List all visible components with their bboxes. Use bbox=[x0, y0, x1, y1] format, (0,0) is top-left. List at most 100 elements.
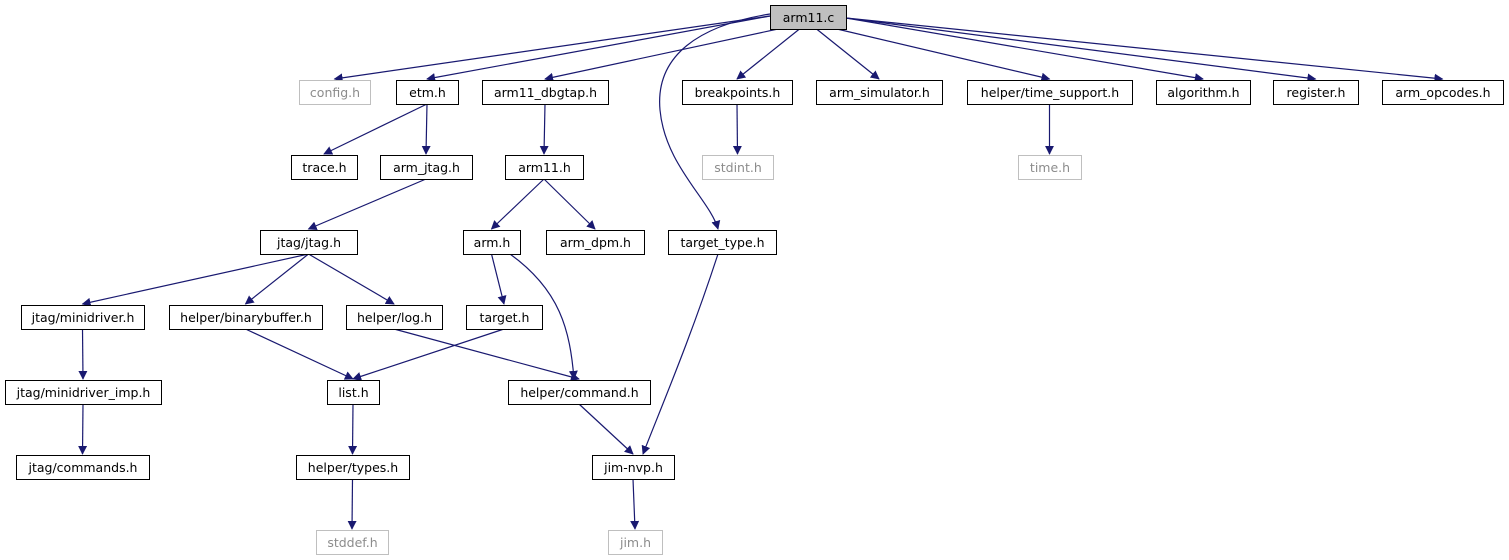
node-algorithm-h[interactable]: algorithm.h bbox=[1156, 80, 1251, 105]
node-label: jim-nvp.h bbox=[603, 460, 663, 475]
node-label: stddef.h bbox=[327, 535, 377, 550]
node-label: arm_opcodes.h bbox=[1395, 85, 1490, 100]
node-label: arm11.c bbox=[783, 10, 835, 25]
node-box bbox=[508, 380, 651, 405]
edge-minidriver-h-to-minidriver-imp-h bbox=[78, 328, 88, 380]
node-box bbox=[327, 380, 380, 405]
edge-types-h-to-stddef-h bbox=[347, 478, 357, 530]
node-label: target.h bbox=[480, 310, 530, 325]
node-box bbox=[546, 230, 645, 255]
node-jtag-jtag-h[interactable]: jtag/jtag.h bbox=[260, 230, 358, 255]
node-label: trace.h bbox=[302, 160, 346, 175]
node-label: helper/command.h bbox=[520, 385, 638, 400]
node-label: etm.h bbox=[409, 85, 446, 100]
edge-jtag-h-to-minidriver-h bbox=[81, 253, 309, 307]
node-arm11-c[interactable]: arm11.c bbox=[770, 5, 847, 30]
node-helper-command-h[interactable]: helper/command.h bbox=[508, 380, 651, 405]
edge-layer bbox=[78, 13, 1444, 530]
node-helper-binarybuffer-h[interactable]: helper/binarybuffer.h bbox=[169, 305, 323, 330]
node-arm11-dbgtap-h[interactable]: arm11_dbgtap.h bbox=[482, 80, 609, 105]
edge-arm11-c-to-register-h bbox=[845, 17, 1317, 83]
edge-log-h-to-command-h bbox=[393, 328, 580, 382]
node-box bbox=[299, 80, 371, 105]
node-box bbox=[169, 305, 323, 330]
node-label: jtag/jtag.h bbox=[276, 235, 341, 250]
node-label: algorithm.h bbox=[1167, 85, 1239, 100]
node-jtag-minidriver-imp-h[interactable]: jtag/minidriver_imp.h bbox=[5, 380, 162, 405]
node-label: jtag/minidriver_imp.h bbox=[16, 385, 151, 400]
edge-command-h-to-jim-nvp-h bbox=[578, 403, 634, 455]
node-label: arm_simulator.h bbox=[829, 85, 930, 100]
edge-arm11-c-to-arm11-dbgtap-h bbox=[544, 28, 779, 82]
node-trace-h[interactable]: trace.h bbox=[291, 155, 358, 180]
edge-arm11-c-to-etm-h bbox=[426, 15, 771, 82]
edge-etm-h-to-trace-h bbox=[323, 103, 428, 155]
node-box bbox=[816, 80, 943, 105]
node-target-type-h[interactable]: target_type.h bbox=[668, 230, 777, 255]
node-box bbox=[466, 305, 543, 330]
node-config-h[interactable]: config.h bbox=[299, 80, 371, 105]
node-box bbox=[608, 530, 663, 555]
node-box bbox=[21, 305, 145, 330]
node-arm11-h[interactable]: arm11.h bbox=[505, 155, 584, 180]
edge-arm11-dbgtap-h-to-arm11-h bbox=[539, 103, 549, 155]
node-label: helper/types.h bbox=[308, 460, 398, 475]
node-jtag-commands-h[interactable]: jtag/commands.h bbox=[16, 455, 150, 480]
edge-arm-h-to-command-h bbox=[509, 253, 578, 380]
node-box bbox=[316, 530, 389, 555]
node-box bbox=[396, 80, 459, 105]
node-etm-h[interactable]: etm.h bbox=[396, 80, 459, 105]
node-jtag-minidriver-h[interactable]: jtag/minidriver.h bbox=[21, 305, 145, 330]
node-box bbox=[346, 305, 443, 330]
node-helper-types-h[interactable]: helper/types.h bbox=[296, 455, 410, 480]
node-stddef-h[interactable]: stddef.h bbox=[316, 530, 389, 555]
node-jim-h[interactable]: jim.h bbox=[608, 530, 663, 555]
node-label: arm11_dbgtap.h bbox=[494, 85, 597, 100]
node-time-h[interactable]: time.h bbox=[1018, 155, 1082, 180]
edge-list-h-to-types-h bbox=[348, 403, 358, 455]
node-label: helper/log.h bbox=[357, 310, 432, 325]
edge-arm11-c-to-time-support-h bbox=[836, 28, 1051, 82]
node-label: target_type.h bbox=[680, 235, 764, 250]
edge-arm11-c-to-config-h bbox=[333, 15, 771, 83]
node-label: jtag/commands.h bbox=[28, 460, 138, 475]
node-register-h[interactable]: register.h bbox=[1273, 80, 1359, 105]
node-stdint-h[interactable]: stdint.h bbox=[702, 155, 774, 180]
node-helper-time-support-h[interactable]: helper/time_support.h bbox=[967, 80, 1133, 105]
node-box bbox=[1018, 155, 1082, 180]
node-box bbox=[967, 80, 1133, 105]
edge-arm-h-to-target-h bbox=[490, 253, 507, 305]
node-list-h[interactable]: list.h bbox=[327, 380, 380, 405]
node-box bbox=[702, 155, 774, 180]
node-box bbox=[1273, 80, 1359, 105]
edge-jtag-h-to-binarybuffer-h bbox=[244, 253, 309, 305]
node-box bbox=[16, 455, 150, 480]
node-label: arm_dpm.h bbox=[560, 235, 631, 250]
node-label: config.h bbox=[310, 85, 360, 100]
node-box bbox=[5, 380, 162, 405]
node-label: helper/binarybuffer.h bbox=[180, 310, 312, 325]
node-arm-jtag-h[interactable]: arm_jtag.h bbox=[380, 155, 473, 180]
node-label: register.h bbox=[1287, 85, 1346, 100]
edge-target-h-to-list-h bbox=[352, 328, 505, 381]
edge-arm-jtag-h-to-jtag-h bbox=[307, 178, 427, 230]
node-label: helper/time_support.h bbox=[981, 85, 1119, 100]
node-helper-log-h[interactable]: helper/log.h bbox=[346, 305, 443, 330]
node-box bbox=[482, 80, 609, 105]
node-breakpoints-h[interactable]: breakpoints.h bbox=[682, 80, 793, 105]
node-box bbox=[380, 155, 473, 180]
node-box bbox=[770, 5, 847, 30]
node-box bbox=[291, 155, 358, 180]
node-arm-opcodes-h[interactable]: arm_opcodes.h bbox=[1382, 80, 1504, 105]
node-label: arm11.h bbox=[518, 160, 571, 175]
node-label: stdint.h bbox=[714, 160, 762, 175]
node-arm-h[interactable]: arm.h bbox=[463, 230, 521, 255]
node-arm-dpm-h[interactable]: arm_dpm.h bbox=[546, 230, 645, 255]
node-target-h[interactable]: target.h bbox=[466, 305, 543, 330]
node-box bbox=[296, 455, 410, 480]
node-box bbox=[260, 230, 358, 255]
node-jim-nvp-h[interactable]: jim-nvp.h bbox=[592, 455, 675, 480]
edge-target-type-h-to-jim-nvp-h bbox=[641, 253, 719, 455]
node-arm-simulator-h[interactable]: arm_simulator.h bbox=[816, 80, 943, 105]
